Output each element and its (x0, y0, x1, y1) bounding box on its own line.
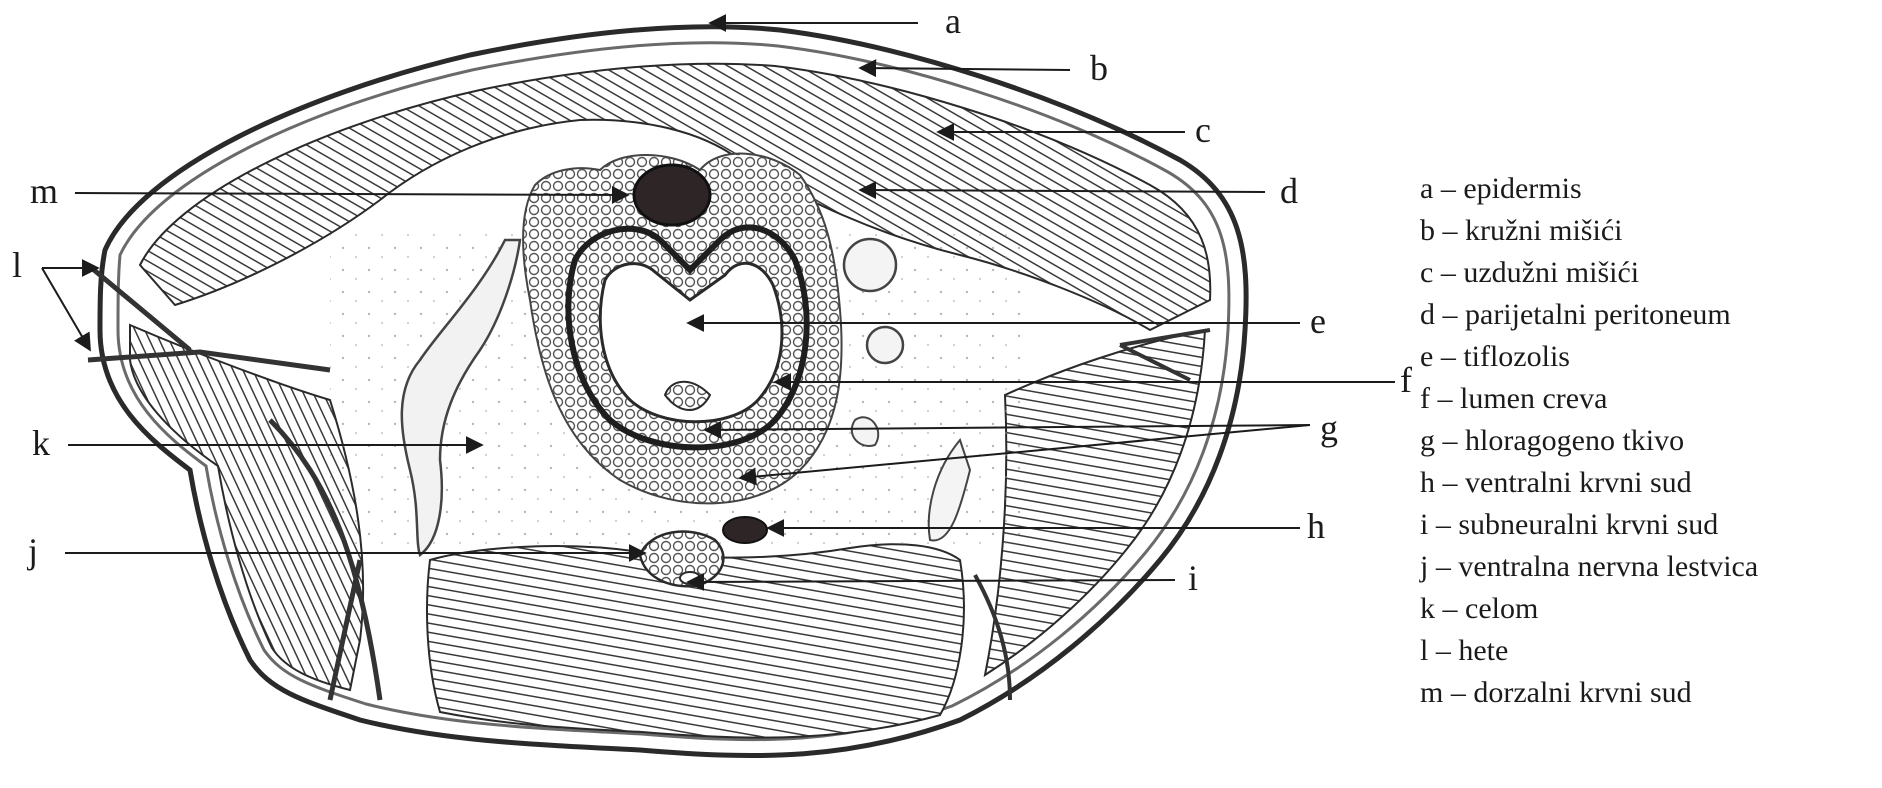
label-e-text: e (1310, 301, 1326, 341)
ventral-blood-vessel (723, 517, 767, 543)
legend-item-a: a – epidermis (1420, 168, 1758, 210)
legend-item-e: e – tiflozolis (1420, 336, 1758, 378)
label-b-text: b (1090, 48, 1108, 88)
label-g-text: g (1320, 408, 1338, 448)
label-k-text: k (32, 423, 50, 463)
legend: a – epidermis b – kružni mišići c – uzdu… (1420, 168, 1758, 714)
label-l: l (12, 245, 98, 350)
label-j-text: j (26, 531, 38, 571)
label-i-text: i (1188, 558, 1198, 598)
legend-item-l: l – hete (1420, 630, 1758, 672)
legend-item-h: h – ventralni krvni sud (1420, 462, 1758, 504)
label-l-text: l (12, 245, 22, 285)
legend-item-f: f – lumen creva (1420, 378, 1758, 420)
label-h-text: h (1307, 506, 1325, 546)
legend-item-m: m – dorzalni krvni sud (1420, 672, 1758, 714)
label-c-text: c (1195, 110, 1211, 150)
label-d-text: d (1280, 171, 1298, 211)
legend-item-b: b – kružni mišići (1420, 210, 1758, 252)
label-a-text: a (945, 1, 961, 41)
legend-item-g: g – hloragogeno tkivo (1420, 420, 1758, 462)
legend-item-k: k – celom (1420, 588, 1758, 630)
dorsal-blood-vessel (634, 165, 710, 225)
legend-item-i: i – subneuralni krvni sud (1420, 504, 1758, 546)
legend-item-j: j – ventralna nervna lestvica (1420, 546, 1758, 588)
legend-item-c: c – uzdužni mišići (1420, 252, 1758, 294)
label-m-text: m (30, 171, 58, 211)
label-f-text: f (1400, 360, 1412, 400)
legend-item-d: d – parijetalni peritoneum (1420, 294, 1758, 336)
